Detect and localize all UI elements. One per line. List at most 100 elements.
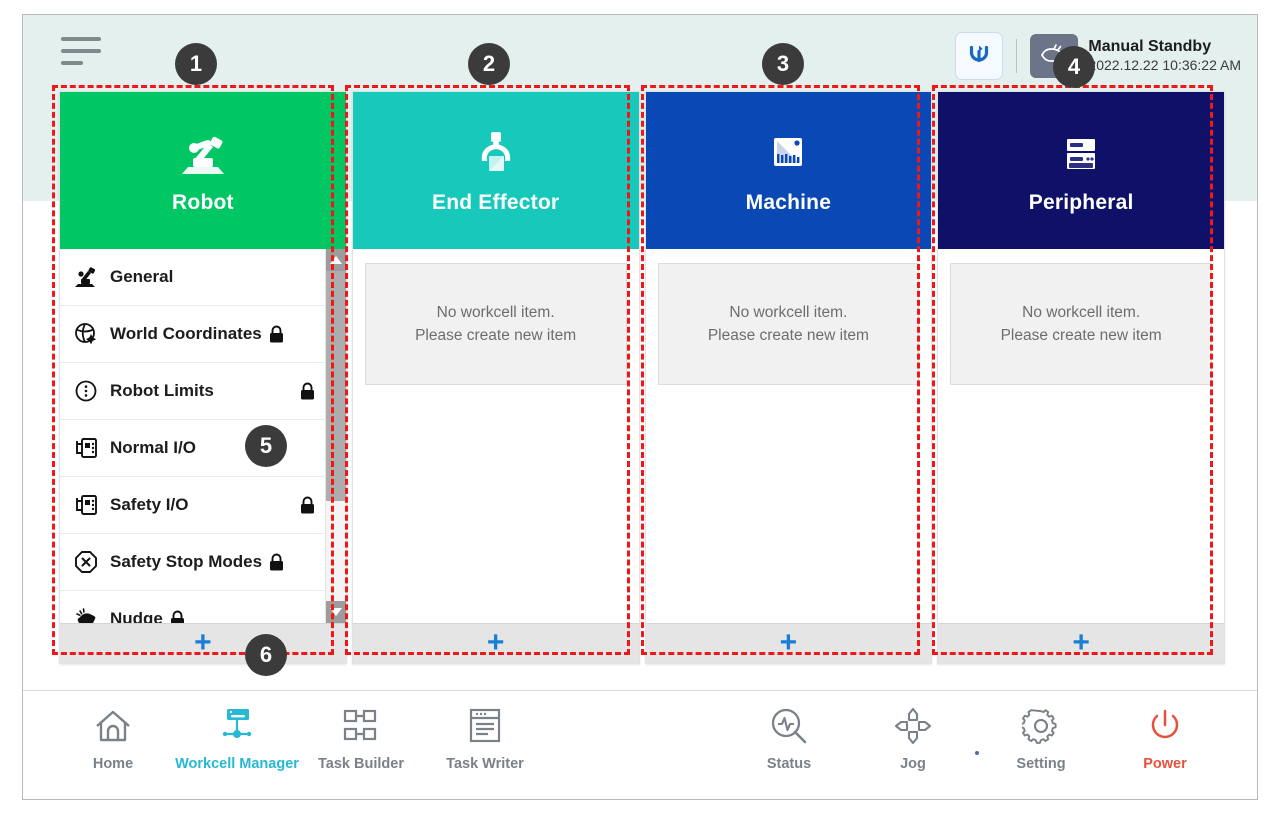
server-rack-icon <box>1052 127 1110 179</box>
card-header-peripheral[interactable]: Peripheral <box>938 92 1224 249</box>
nav-item-label: Status <box>766 756 812 772</box>
gripper-icon <box>467 127 525 179</box>
nav-item-task-writer[interactable]: Task Writer <box>423 705 547 772</box>
nav-item-status[interactable]: Status <box>727 705 851 772</box>
list-item-normal-i-o[interactable]: Normal I/O <box>60 420 346 477</box>
nav-item-label: Task Writer <box>446 756 524 772</box>
nav-item-label: Power <box>1143 756 1187 772</box>
add-end-effector-button[interactable]: + <box>352 623 639 663</box>
io-port-icon <box>72 491 100 519</box>
scroll-up-icon[interactable] <box>325 249 346 271</box>
header-divider <box>1016 39 1018 73</box>
add-machine-button[interactable]: + <box>645 623 932 663</box>
empty-state-machine: No workcell item. Please create new item <box>657 263 920 385</box>
bottom-nav-right: Status Jog Setting Power <box>727 705 1227 772</box>
status-mode-label: Manual Standby <box>1088 38 1212 56</box>
limits-circle-icon <box>72 377 100 405</box>
card-body-peripheral: No workcell item. Please create new item <box>938 249 1224 623</box>
nav-item-label: Jog <box>900 756 926 772</box>
manual-hand-icon[interactable] <box>1030 34 1079 78</box>
add-peripheral-button[interactable]: + <box>938 623 1224 663</box>
list-item-world-coordinates[interactable]: World Coordinates <box>60 306 346 363</box>
list-item-general[interactable]: General <box>60 249 346 306</box>
card-header-machine[interactable]: Machine <box>645 92 932 249</box>
home-icon <box>94 705 132 747</box>
lock-icon <box>169 610 186 623</box>
bottom-navigation: Home Workcell Manager Task Builder Task Wri… <box>23 690 1257 799</box>
card-header-end-effector[interactable]: End Effector <box>352 92 639 249</box>
list-item-label: Nudge <box>110 609 163 623</box>
nav-item-home[interactable]: Home <box>51 705 175 772</box>
robot-reset-icon[interactable] <box>955 32 1004 80</box>
scrollbar-thumb[interactable] <box>325 271 346 501</box>
power-icon <box>1147 705 1183 747</box>
empty-line-2: Please create new item <box>707 326 869 344</box>
card-body-end-effector: No workcell item. Please create new item <box>352 249 639 623</box>
sidebar-scrollbar[interactable] <box>324 249 346 623</box>
workcell-card-end-effector[interactable]: End Effector No workcell item. Please cr… <box>351 91 640 664</box>
card-title-end-effector: End Effector <box>432 190 560 214</box>
card-title-robot: Robot <box>172 190 234 214</box>
list-item-safety-i-o[interactable]: Safety I/O <box>60 477 346 534</box>
nav-item-setting[interactable]: Setting <box>979 705 1103 772</box>
list-item-label: Normal I/O <box>110 438 196 457</box>
scroll-down-icon[interactable] <box>325 601 346 623</box>
robot-reset-glyph <box>970 45 989 63</box>
workcell-card-machine[interactable]: Machine No workcell item. Please create … <box>644 91 933 664</box>
nav-item-workcell-manager[interactable]: Workcell Manager <box>175 705 299 772</box>
list-item-robot-limits[interactable]: Robot Limits <box>60 363 346 420</box>
status-timestamp: 2022.12.22 10:36:22 AM <box>1088 57 1241 74</box>
card-title-peripheral: Peripheral <box>1028 190 1134 214</box>
nav-item-label: Setting <box>1016 756 1066 772</box>
list-item-nudge[interactable]: Nudge <box>60 591 346 623</box>
plus-icon: + <box>486 625 505 659</box>
card-header-robot[interactable]: Robot <box>60 92 346 249</box>
nav-item-power[interactable]: Power <box>1103 705 1227 772</box>
empty-line-2: Please create new item <box>415 326 577 344</box>
hamburger-icon[interactable] <box>61 37 103 71</box>
empty-line-1: No workcell item. <box>436 303 555 321</box>
list-item-safety-stop-modes[interactable]: Safety Stop Modes <box>60 534 346 591</box>
header-right-cluster: Manual Standby 2022.12.22 10:36:22 AM <box>955 29 1241 83</box>
task-writer-icon <box>468 705 502 747</box>
hamburger-line <box>61 61 83 65</box>
list-item-label: Robot Limits <box>110 381 214 400</box>
plus-icon: + <box>194 625 212 659</box>
manual-hand-glyph <box>1041 44 1069 62</box>
lock-icon <box>299 382 316 401</box>
lock-icon <box>268 325 285 344</box>
nav-item-task-builder[interactable]: Task Builder <box>299 705 423 772</box>
empty-state-end-effector: No workcell item. Please create new item <box>364 263 627 385</box>
nav-item-jog[interactable]: Jog <box>851 705 975 772</box>
jog-arrows-icon <box>894 705 932 747</box>
nav-item-label: Task Builder <box>318 756 404 772</box>
plus-icon: + <box>779 625 798 659</box>
stop-octagon-icon <box>72 548 100 576</box>
lock-icon <box>299 496 316 515</box>
card-body-machine: No workcell item. Please create new item <box>645 249 932 623</box>
device-frame: Manual Standby 2022.12.22 10:36:22 AM <box>22 14 1258 800</box>
add-robot-button[interactable]: + <box>60 623 346 663</box>
workcell-card-peripheral[interactable]: Peripheral No workcell item. Please crea… <box>937 91 1225 664</box>
empty-state-peripheral: No workcell item. Please create new item <box>950 263 1212 385</box>
machine-icon <box>759 127 817 179</box>
empty-line-1: No workcell item. <box>729 303 848 321</box>
list-item-label: Safety I/O <box>110 495 189 514</box>
status-block: Manual Standby 2022.12.22 10:36:22 AM <box>1088 37 1241 75</box>
empty-line-1: No workcell item. <box>1022 303 1141 321</box>
task-builder-icon <box>342 705 380 747</box>
nav-item-label: Home <box>92 756 134 772</box>
list-item-label: Safety Stop Modes <box>110 552 263 571</box>
status-scope-icon <box>770 705 808 747</box>
nav-separator-dot <box>975 750 979 755</box>
empty-line-2: Please create new item <box>1000 326 1162 344</box>
globe-axis-icon <box>72 320 100 348</box>
gear-icon <box>1022 705 1060 747</box>
nav-item-label: Workcell Manager <box>175 756 299 772</box>
lock-icon <box>268 553 285 572</box>
